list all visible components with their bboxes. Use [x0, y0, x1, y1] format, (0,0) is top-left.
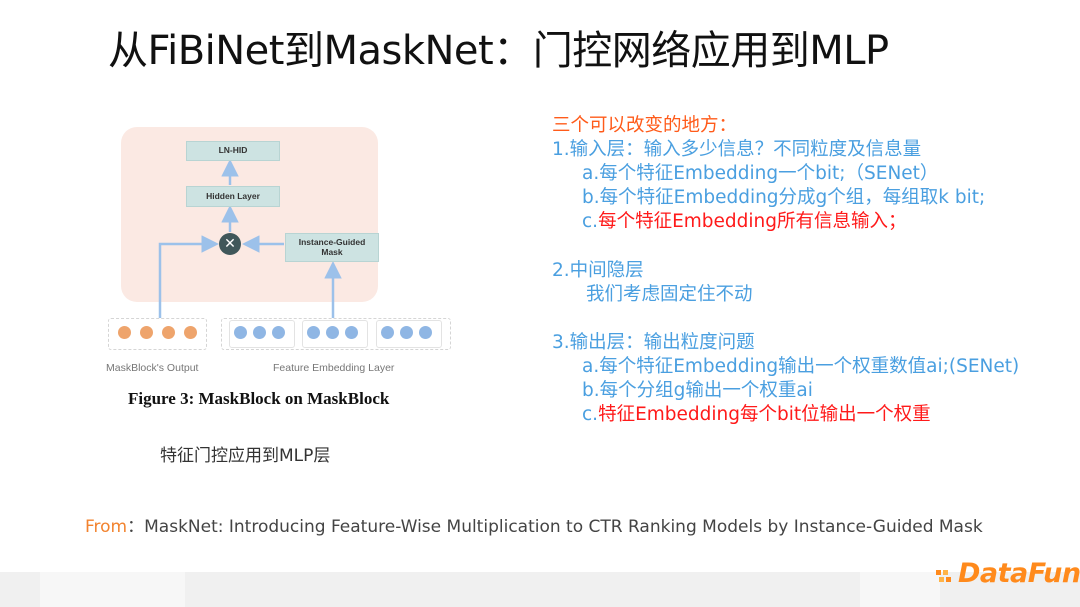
section1-title: 1.输入层：输入多少信息？不同粒度及信息量	[552, 139, 922, 160]
section3-item-a: a.每个特征Embedding输出一个权重数值ai;(SENet)	[582, 356, 1020, 377]
output-label: MaskBlock's Output	[106, 362, 199, 374]
embedding-dot	[272, 326, 285, 339]
datafun-logo-icon	[936, 570, 951, 582]
output-dot	[162, 326, 175, 339]
right-heading: 三个可以改变的地方：	[552, 115, 738, 136]
arrow-output-to-mult	[158, 235, 219, 318]
mask-box-line1: Instance-Guided	[298, 236, 366, 247]
hidden-layer-box: Hidden Layer	[186, 186, 280, 207]
source-citation: From：MaskNet: Introducing Feature-Wise M…	[85, 512, 983, 537]
section3-item-c: c.特征Embedding每个bit位输出一个权重	[582, 403, 931, 427]
output-dot	[184, 326, 197, 339]
embedding-dot	[400, 326, 413, 339]
section3-item-c-text: 特征Embedding每个bit位输出一个权重	[598, 404, 931, 425]
embedding-dot	[326, 326, 339, 339]
bottom-bar-segment	[860, 572, 940, 607]
section3-title: 3.输出层：输出粒度问题	[552, 332, 755, 353]
bottom-bar	[0, 572, 1080, 607]
section2-body: 我们考虑固定住不动	[586, 284, 753, 305]
section1-item-c-text: 每个特征Embedding所有信息输入；	[598, 211, 907, 232]
instance-guided-mask-box: Instance-Guided Mask	[285, 233, 379, 262]
maskblock-output-vector	[108, 318, 207, 350]
section3-item-c-prefix: c.	[582, 404, 599, 425]
output-dot	[140, 326, 153, 339]
embedding-group	[376, 320, 442, 348]
embedding-group	[229, 320, 295, 348]
bottom-bar-segment	[40, 572, 185, 607]
ln-hid-box: LN-HID	[186, 141, 280, 161]
slide-title: 从FiBiNet到MaskNet：门控网络应用到MLP	[108, 28, 889, 74]
datafun-logo: DataFun.	[958, 558, 1080, 589]
mask-box-line2: Mask	[321, 246, 343, 257]
section1-item-c: c.每个特征Embedding所有信息输入；	[582, 210, 907, 234]
embedding-group	[302, 320, 368, 348]
section1-item-a: a.每个特征Embedding一个bit;（SENet）	[582, 163, 939, 184]
embedding-label: Feature Embedding Layer	[273, 362, 395, 374]
feature-embedding-vector	[221, 318, 451, 350]
embedding-dot	[345, 326, 358, 339]
embedding-dot	[253, 326, 266, 339]
multiply-icon: ✕	[219, 233, 241, 255]
embedding-dot	[307, 326, 320, 339]
source-label: From	[85, 517, 128, 537]
section1-item-b: b.每个特征Embedding分成g个组，每组取k bit;	[582, 187, 986, 208]
embedding-dot	[234, 326, 247, 339]
section1-item-c-prefix: c.	[582, 211, 599, 232]
output-dot	[118, 326, 131, 339]
figure-caption: Figure 3: MaskBlock on MaskBlock	[128, 389, 390, 408]
embedding-dot	[419, 326, 432, 339]
left-note: 特征门控应用到MLP层	[160, 446, 331, 466]
source-text: ：MaskNet: Introducing Feature-Wise Multi…	[127, 517, 983, 537]
section2-title: 2.中间隐层	[552, 260, 644, 281]
embedding-dot	[381, 326, 394, 339]
section3-item-b: b.每个分组g输出一个权重ai	[582, 380, 813, 401]
